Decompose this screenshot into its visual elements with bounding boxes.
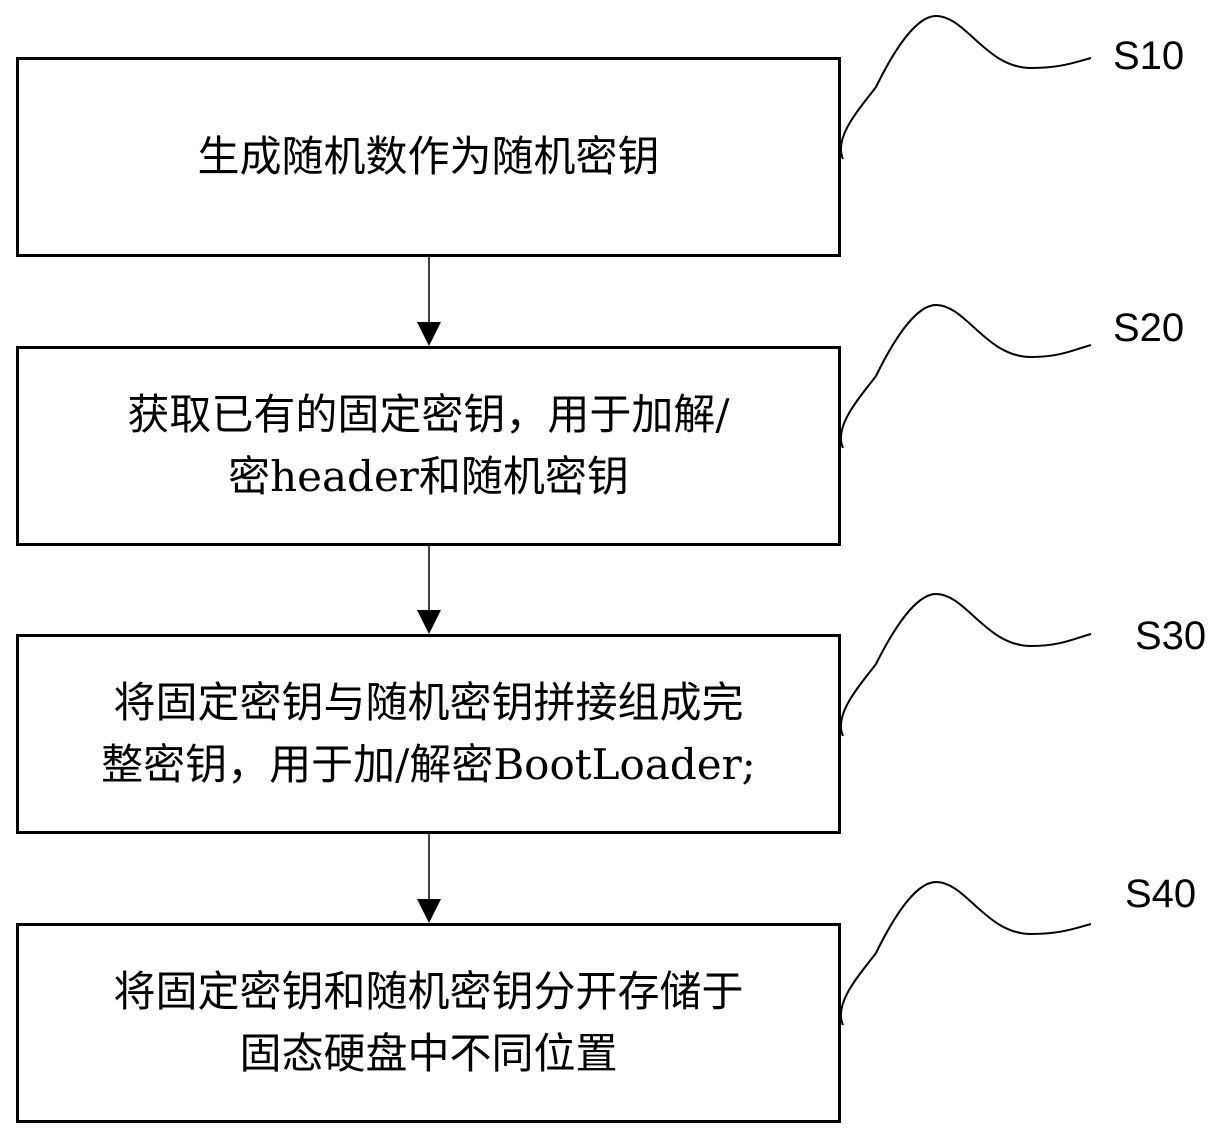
step-box-s30: 将固定密钥与随机密钥拼接组成完 整密钥，用于加/解密BootLoader; [16,634,841,834]
arrowhead-icon [417,899,441,923]
arrowhead-icon [417,322,441,346]
step-text-s30: 将固定密钥与随机密钥拼接组成完 整密钥，用于加/解密BootLoader; [101,678,756,789]
step-box-s10: 生成随机数作为随机密钥 [16,57,841,257]
step-label-s40: S40 [1125,872,1197,916]
step-text-s10: 生成随机数作为随机密钥 [197,132,660,181]
leader-curve-s10 [840,14,1092,160]
step-text-s20: 获取已有的固定密钥，用于加解/ 密header和随机密钥 [127,390,730,501]
step-label-s30: S30 [1135,614,1207,658]
leader-curve-s20 [840,303,1092,449]
leader-curve-s40 [840,880,1092,1026]
step-box-s20: 获取已有的固定密钥，用于加解/ 密header和随机密钥 [16,346,841,546]
step-label-s10: S10 [1113,34,1185,78]
leader-curve-s30 [840,592,1092,737]
step-text-s40: 将固定密钥和随机密钥分开存储于 固态硬盘中不同位置 [113,967,744,1078]
step-box-s40: 将固定密钥和随机密钥分开存储于 固态硬盘中不同位置 [16,923,841,1123]
step-label-s20: S20 [1113,306,1185,350]
arrowhead-icon [417,610,441,634]
